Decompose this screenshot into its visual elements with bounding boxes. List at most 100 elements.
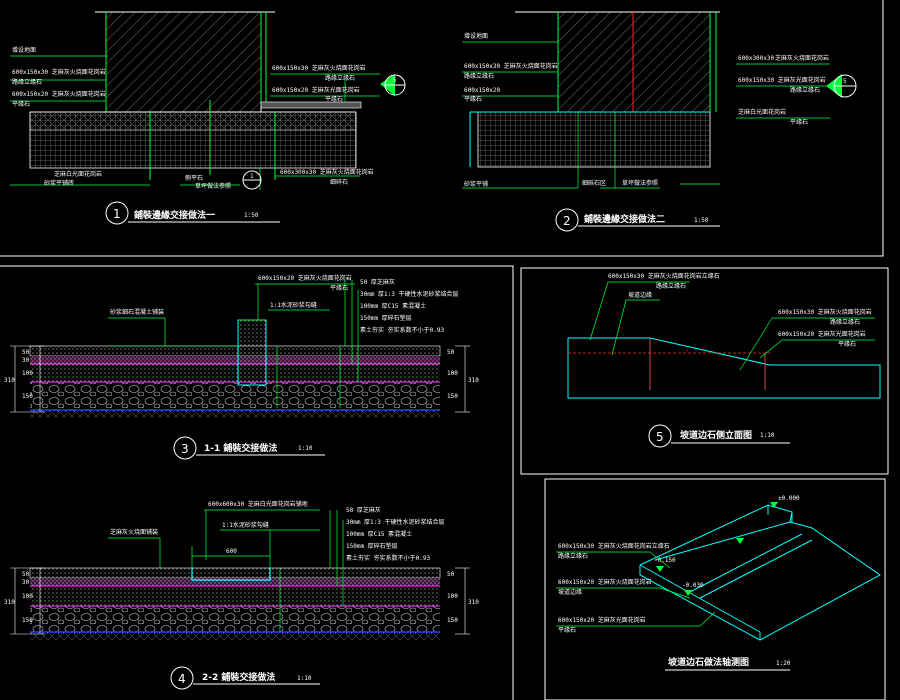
section-marker-5: 5 xyxy=(380,74,406,96)
d6-label-b2: 坡道边缘 xyxy=(558,588,582,596)
d1-label-12: 草坪做法参照 xyxy=(195,182,231,190)
svg-text:1:50: 1:50 xyxy=(244,212,259,219)
d1-label-3: 路缘立缘石 xyxy=(12,78,42,86)
svg-text:1:50: 1:50 xyxy=(694,217,709,224)
d6-elev-2: -0.150 xyxy=(654,557,676,564)
svg-text:1:10: 1:10 xyxy=(298,445,313,452)
svg-text:1:10: 1:10 xyxy=(760,432,775,439)
d3-top-label-2: 平缘石 xyxy=(330,284,348,292)
d5-label-d: 600x150x20 芝麻灰光面花岗岩 xyxy=(778,330,866,338)
d6-label-c: 600x150x20 芝麻灰光面花岗岩 xyxy=(558,616,646,624)
svg-text:100mm 厚C15 素混凝土: 100mm 厚C15 素混凝土 xyxy=(346,530,412,538)
svg-text:150mm 厚碎石垫层: 150mm 厚碎石垫层 xyxy=(360,314,412,322)
d2-label-5b: 平缘石 xyxy=(790,118,808,126)
svg-text:100: 100 xyxy=(22,593,33,600)
d6-elev-3: -0.030 xyxy=(682,582,704,589)
section-marker-5b: 5 xyxy=(826,74,857,98)
svg-text:310: 310 xyxy=(468,599,479,606)
d1-label-8: 600x150x20 芝麻灰光面花岗岩 xyxy=(272,86,360,94)
d5-label-c2: 路缘立缘石 xyxy=(830,318,860,326)
svg-text:5: 5 xyxy=(843,78,847,85)
d2-label-4: 600x150x20 xyxy=(464,87,501,94)
d3-dims: 50 30 100 150 310 50 100 150 310 xyxy=(4,349,479,400)
svg-text:100: 100 xyxy=(447,593,458,600)
d2-label-1: 增设地面 xyxy=(464,32,488,40)
svg-text:素土夯实 夯实系数不小于0.93: 素土夯实 夯实系数不小于0.93 xyxy=(360,326,444,334)
d5-label-b: 坡道边缘 xyxy=(628,291,652,299)
detail-6-title: 坡道边石做法轴测图 1:20 xyxy=(665,656,791,671)
svg-text:150: 150 xyxy=(22,617,33,624)
svg-text:50: 50 xyxy=(22,571,30,578)
svg-text:鋪裝邊緣交接做法二: 鋪裝邊緣交接做法二 xyxy=(584,213,665,225)
d4-left-label: 芝麻灰火烧面铺装 xyxy=(110,528,158,536)
d2-label-6: 芝麻灰火烧面花岗岩 xyxy=(775,54,829,62)
detail-3-title: 3 1-1 鋪裝交接做法 1:10 xyxy=(173,436,325,460)
d4-dims: 50 30 100 150 310 50 100 150 310 xyxy=(4,571,479,624)
detail-4: 芝麻灰火烧面铺装 600x600x30 芝麻白光面花岗岩铺地 1:1水泥砂浆勾缝… xyxy=(4,500,479,690)
d2-label-8: 芝麻白光面花岗岩 xyxy=(738,108,786,116)
svg-text:30mm 厚1:3 干硬性水泥砂浆结合层: 30mm 厚1:3 干硬性水泥砂浆结合层 xyxy=(346,518,445,526)
d2-label-5: 平缘石 xyxy=(464,95,482,103)
svg-text:4: 4 xyxy=(178,672,186,686)
svg-text:1:20: 1:20 xyxy=(776,660,791,667)
d1-label-6: 芝麻白光面花岗岩 xyxy=(54,170,102,178)
d1-label-3b: 路缘立缘石 xyxy=(325,74,355,82)
svg-text:1:10: 1:10 xyxy=(297,675,312,682)
d2-label-12: 细砾石区 xyxy=(582,179,606,187)
svg-text:100: 100 xyxy=(22,370,33,377)
d1-label-1: 增设地面 xyxy=(12,46,36,54)
svg-text:30: 30 xyxy=(22,579,30,586)
detail-6: ±0.000 -0.150 -0.030 600x150x30 芝麻灰火烧面花岗… xyxy=(556,495,881,671)
d3-left-label: 砂浆细石混凝土铺装 xyxy=(110,308,164,316)
svg-text:1-1 鋪裝交接做法: 1-1 鋪裝交接做法 xyxy=(204,442,277,454)
d6-label-b: 600x150x20 芝麻灰火烧面花岗岩 xyxy=(558,578,652,586)
d1-label-11: 细碎石 xyxy=(330,178,348,186)
svg-text:50 厚芝麻灰: 50 厚芝麻灰 xyxy=(346,506,381,514)
svg-text:鋪裝邊緣交接做法一: 鋪裝邊緣交接做法一 xyxy=(134,209,215,221)
svg-text:310: 310 xyxy=(4,377,15,384)
svg-text:5: 5 xyxy=(656,430,664,444)
d1-label-4: 600x150x20 芝麻灰火烧面花岗岩 xyxy=(12,90,106,98)
detail-4-title: 4 2-2 鋪裝交接做法 1:10 xyxy=(170,666,320,690)
d6-label-a: 600x150x30 芝麻灰火烧面花岗岩立缘石 xyxy=(558,542,670,550)
d5-label-a2: 路缘立缘石 xyxy=(656,282,686,290)
svg-text:1: 1 xyxy=(250,173,254,180)
detail-5: 600x150x30 芝麻灰火烧面花岗岩立缘石 路缘立缘石 坡道边缘 600x1… xyxy=(567,272,881,448)
detail-1-title: 1 鋪裝邊緣交接做法一 1:50 xyxy=(105,201,280,225)
svg-text:30: 30 xyxy=(22,357,30,364)
svg-text:150: 150 xyxy=(447,393,458,400)
detail-3: 砂浆细石混凝土铺装 600x150x20 芝麻灰火烧面花岗岩 平缘石 1:1水泥… xyxy=(4,274,479,460)
d4-joint-label: 1:1水泥砂浆勾缝 xyxy=(222,521,269,529)
d1-label-7: 600x300x30 芝麻灰火烧面花岗岩 xyxy=(280,168,374,176)
d1-label-9: 砂浆平铺砖 xyxy=(44,179,74,187)
d5-label-c: 600x150x30 芝麻灰火烧面花岗岩 xyxy=(778,308,872,316)
d1-label-10: 侧平石 xyxy=(185,174,203,182)
wall-hatch xyxy=(105,11,262,113)
d1-label-5: 平缘石 xyxy=(12,100,30,108)
svg-text:50: 50 xyxy=(447,349,455,356)
svg-text:坡道边石侧立面图: 坡道边石侧立面图 xyxy=(680,429,752,441)
d2-label-11: 草坪做法参照 xyxy=(622,179,658,187)
d5-label-d2: 平缘石 xyxy=(838,340,856,348)
d2-label-2: 600x150x30 芝麻灰火烧面花岗岩 xyxy=(464,62,558,70)
svg-text:50: 50 xyxy=(22,349,30,356)
d6-label-a2: 路缘立缘石 xyxy=(558,552,588,560)
svg-text:150: 150 xyxy=(22,393,33,400)
d1-label-14: 平缘石 xyxy=(325,95,343,103)
detail-1: 增设地面 600x150x30 芝麻灰火烧面花岗岩 路缘立缘石 600x150x… xyxy=(10,11,406,225)
d4-top-label: 600x600x30 芝麻白光面花岗岩铺地 xyxy=(208,500,308,508)
detail-2-title: 2 鋪裝邊緣交接做法二 1:50 xyxy=(555,208,720,232)
svg-text:310: 310 xyxy=(468,377,479,384)
detail-5-title: 5 坡道边石侧立面图 1:10 xyxy=(648,424,790,448)
svg-text:1: 1 xyxy=(113,207,121,221)
svg-text:310: 310 xyxy=(4,599,15,606)
d6-label-c2: 平缘石 xyxy=(558,626,576,634)
svg-text:150: 150 xyxy=(447,617,458,624)
svg-text:2-2 鋪裝交接做法: 2-2 鋪裝交接做法 xyxy=(202,671,275,683)
d4-layer-list: 50 厚芝麻灰 30mm 厚1:3 干硬性水泥砂浆结合层 100mm 厚C15 … xyxy=(346,506,445,562)
d1-label-2: 600x150x30 芝麻灰火烧面花岗岩 xyxy=(12,68,106,76)
d2-label-9: 600x150x30 芝麻灰光面花岗岩 xyxy=(738,76,826,84)
svg-text:坡道边石做法轴测图: 坡道边石做法轴测图 xyxy=(668,656,749,668)
d4-span-label: 600 xyxy=(226,548,237,555)
